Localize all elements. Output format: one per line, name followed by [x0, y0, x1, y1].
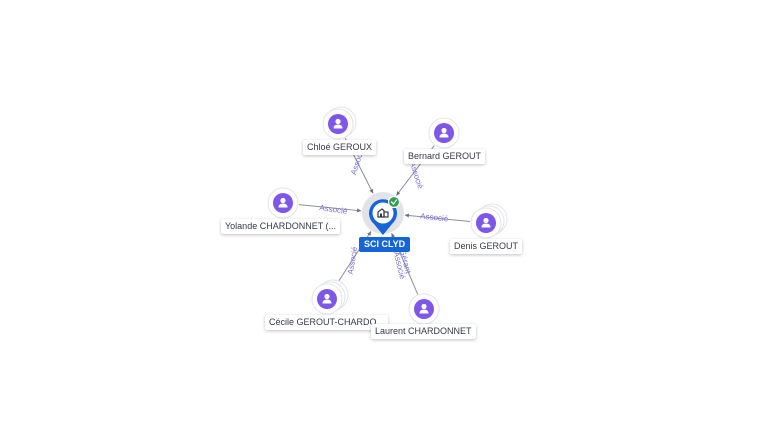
company-node[interactable] — [362, 192, 404, 235]
company-pin-inner — [372, 202, 394, 224]
edge-label-cecile: Associé — [346, 245, 360, 275]
person-label-laurent[interactable]: Laurent CHARDONNET — [371, 324, 476, 339]
person-icon — [439, 127, 449, 138]
person-label-cecile[interactable]: Cécile GEROUT-CHARDO... — [265, 315, 389, 330]
person-icon — [481, 217, 491, 228]
person-node-bernard[interactable] — [428, 117, 460, 149]
edge-arrow — [367, 231, 371, 236]
building-icon — [377, 208, 389, 218]
person-icon — [419, 303, 429, 314]
person-node-cecile[interactable] — [311, 279, 349, 315]
edge-arrow — [369, 188, 374, 194]
edge-denis — [404, 214, 471, 222]
person-icon — [278, 197, 288, 208]
edge-arrow — [396, 191, 401, 196]
edge-arrow — [356, 208, 362, 213]
person-label-bernard[interactable]: Bernard GEROUT — [404, 149, 486, 164]
person-node-chloe[interactable] — [322, 106, 357, 140]
person-node-denis[interactable] — [470, 203, 508, 239]
edge-label-yolande: Associé — [319, 203, 349, 216]
edge-arrow — [404, 213, 410, 218]
person-node-laurent[interactable] — [408, 293, 440, 325]
person-nodes — [267, 106, 508, 325]
edge-label-denis: Associé — [420, 212, 449, 224]
person-label-chloe[interactable]: Chloé GEROUX — [303, 140, 377, 155]
person-icon — [333, 118, 343, 129]
edge-yolande — [298, 204, 362, 212]
edge-arrow — [391, 233, 396, 238]
edge-label-bernard: Associé — [408, 161, 425, 191]
person-icon — [322, 293, 332, 304]
person-label-yolande[interactable]: Yolande CHARDONNET (... — [221, 219, 341, 234]
person-node-yolande[interactable] — [267, 187, 299, 219]
check-icon — [387, 195, 401, 209]
company-label[interactable]: SCI CLYD — [359, 237, 411, 252]
person-label-denis[interactable]: Denis GEROUT — [450, 239, 523, 254]
